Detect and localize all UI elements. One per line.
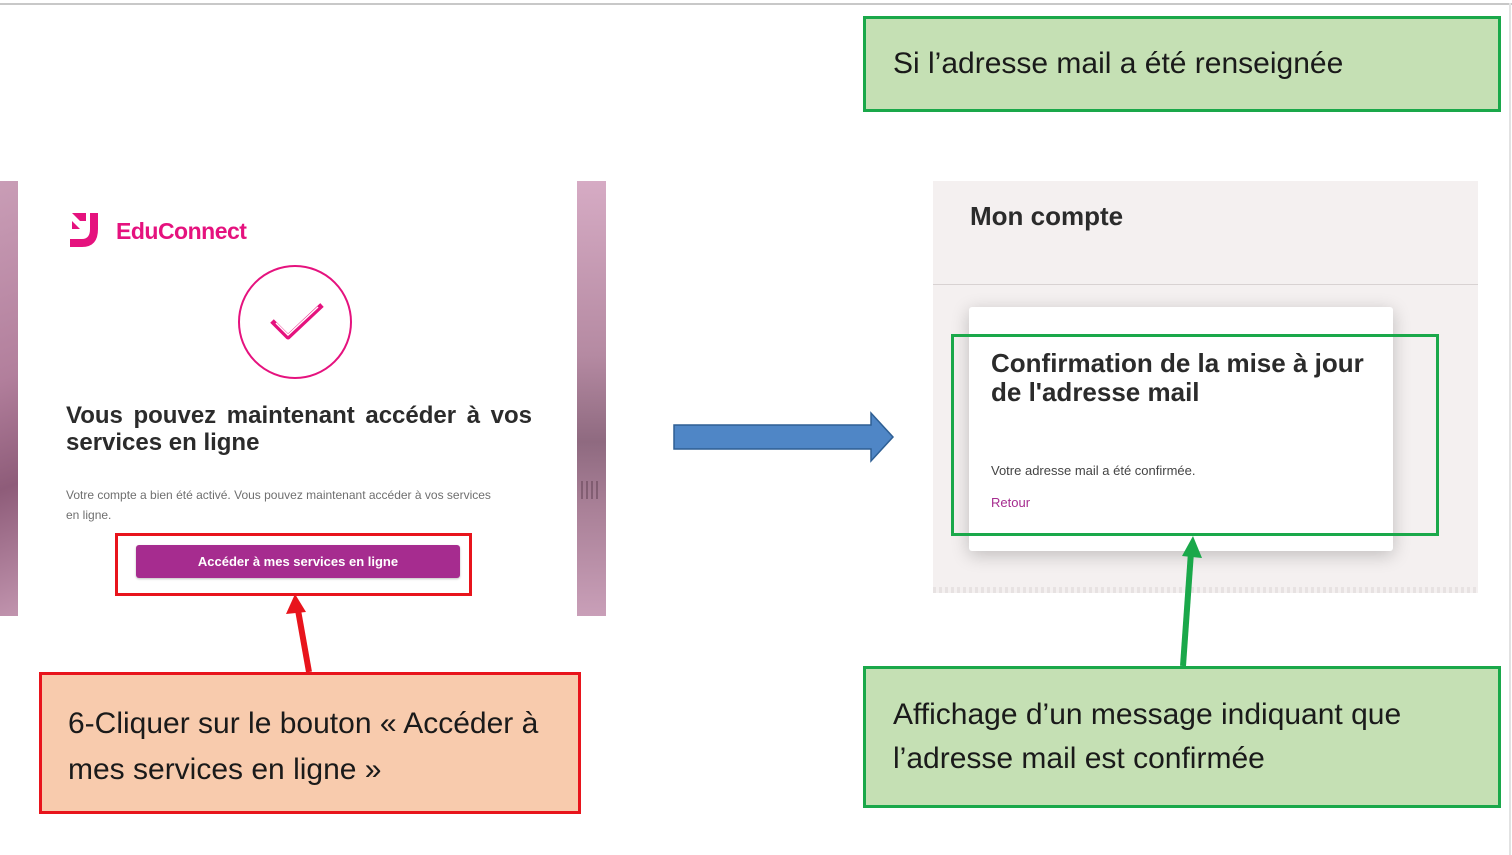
header-divider	[933, 284, 1478, 285]
educonnect-logo-icon	[70, 213, 98, 247]
page-title: Mon compte	[970, 201, 1124, 231]
step-note: 6-Cliquer sur le bouton « Accéder à mes …	[39, 672, 581, 814]
educonnect-screenshot: EduConnect Vous pouvez maintenant accéde…	[0, 181, 606, 616]
pointer-arrow-icon	[1180, 536, 1202, 667]
modal-highlight-frame	[951, 334, 1439, 536]
flow-arrow-icon	[673, 411, 895, 463]
right-border	[1509, 3, 1511, 855]
background-photo-right	[577, 181, 606, 616]
educonnect-logo: EduConnect	[66, 209, 247, 253]
button-highlight-frame	[115, 533, 472, 596]
success-circle	[238, 265, 352, 379]
success-description: Votre compte a bien été activé. Vous pou…	[66, 488, 491, 522]
result-note: Affichage d’un message indiquant que l’a…	[863, 666, 1501, 808]
confirmation-modal: Confirmation de la mise à jour de l'adre…	[969, 307, 1393, 551]
activation-card: EduConnect Vous pouvez maintenant accéde…	[18, 181, 577, 616]
background-photo-left	[0, 181, 18, 616]
condition-note: Si l’adresse mail a été renseignée	[863, 16, 1501, 112]
pointer-arrow-icon	[286, 594, 312, 673]
logo-text: EduConnect	[116, 217, 247, 244]
account-screenshot: Mon compte Confirmation de la mise à jou…	[933, 181, 1478, 593]
modal-message: Votre adresse mail a été confirmée.	[991, 463, 1196, 478]
access-services-button[interactable]: Accéder à mes services en ligne	[136, 545, 460, 578]
back-link[interactable]: Retour	[991, 495, 1031, 510]
success-heading: Vous pouvez maintenant accéder à vos ser…	[66, 402, 532, 456]
modal-title: Confirmation de la mise à jour de l'adre…	[991, 348, 1364, 407]
check-icon	[270, 303, 324, 340]
top-border	[0, 3, 1512, 5]
